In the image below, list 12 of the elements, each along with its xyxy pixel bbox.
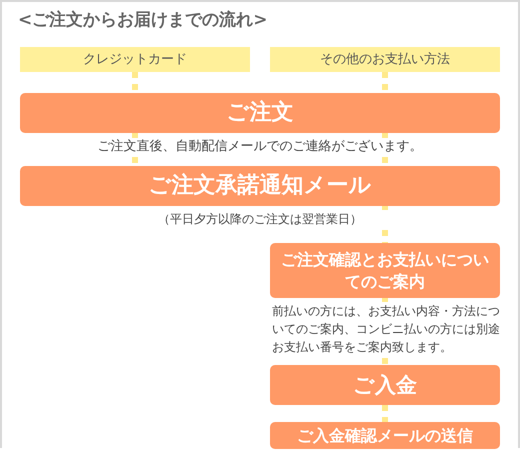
- process-box: ご入金確認メールの送信: [270, 422, 500, 449]
- header-band: クレジットカード: [20, 47, 250, 72]
- note-text: 前払いの方には、お支払い内容・方法についてのご案内、コンビニ払いの方には別途お支払い番号をご案内致します。: [272, 302, 502, 356]
- connector-line: [132, 72, 138, 93]
- process-box: ご注文承諾通知メール: [20, 166, 500, 206]
- process-box: ご注文: [20, 93, 500, 133]
- header-band: その他のお支払い方法: [270, 47, 500, 72]
- connector-line: [382, 72, 388, 93]
- process-box: ご入金: [270, 365, 500, 405]
- process-box: ご注文確認とお支払いについてのご案内: [270, 243, 500, 298]
- connector-line: [382, 405, 388, 422]
- title: <ご注文からお届けまでの流れ>: [18, 9, 268, 31]
